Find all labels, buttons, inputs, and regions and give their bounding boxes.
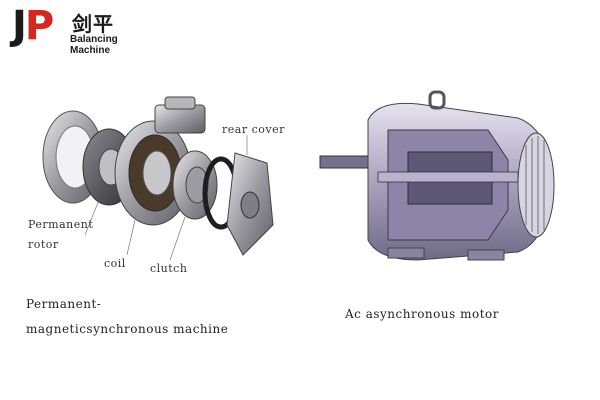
caption-right: Ac asynchronous motor (345, 307, 499, 321)
logo-letter-j: J (12, 3, 27, 49)
stator-bore (142, 150, 172, 196)
ac-motor-cutaway-illustration (319, 90, 555, 261)
caption-left-line2: magneticsynchronous machine (26, 322, 229, 336)
rotor-shaft-inner (377, 171, 519, 183)
label-rear-cover: rear cover (222, 123, 285, 136)
leader-clutch (169, 216, 186, 261)
eye-bolt (428, 90, 446, 110)
logo-letters: JP (12, 3, 54, 49)
logo-chinese-name: 剑平 (72, 12, 114, 36)
mounting-foot-left (387, 247, 425, 259)
clutch-drum-face (185, 166, 209, 204)
caption-left-line1: Permanent- (26, 297, 102, 311)
rear-cover-boss (240, 191, 260, 219)
label-permanent: Permanent (28, 218, 94, 231)
brand-logo: JP 剑平 Balancing Machine (12, 4, 142, 56)
label-clutch: clutch (150, 262, 188, 275)
fan-grille (525, 136, 545, 234)
valve-block-top (164, 96, 196, 110)
leader-rotor (84, 199, 100, 236)
leader-coil (126, 219, 136, 256)
logo-english-name: Balancing Machine (70, 34, 118, 56)
mounting-foot-right (467, 249, 505, 261)
logo-letter-p: P (24, 3, 54, 49)
exploded-pmsm-illustration (42, 96, 274, 261)
fan-cover (517, 132, 555, 238)
label-coil: coil (104, 257, 126, 270)
label-rotor: rotor (28, 238, 59, 251)
